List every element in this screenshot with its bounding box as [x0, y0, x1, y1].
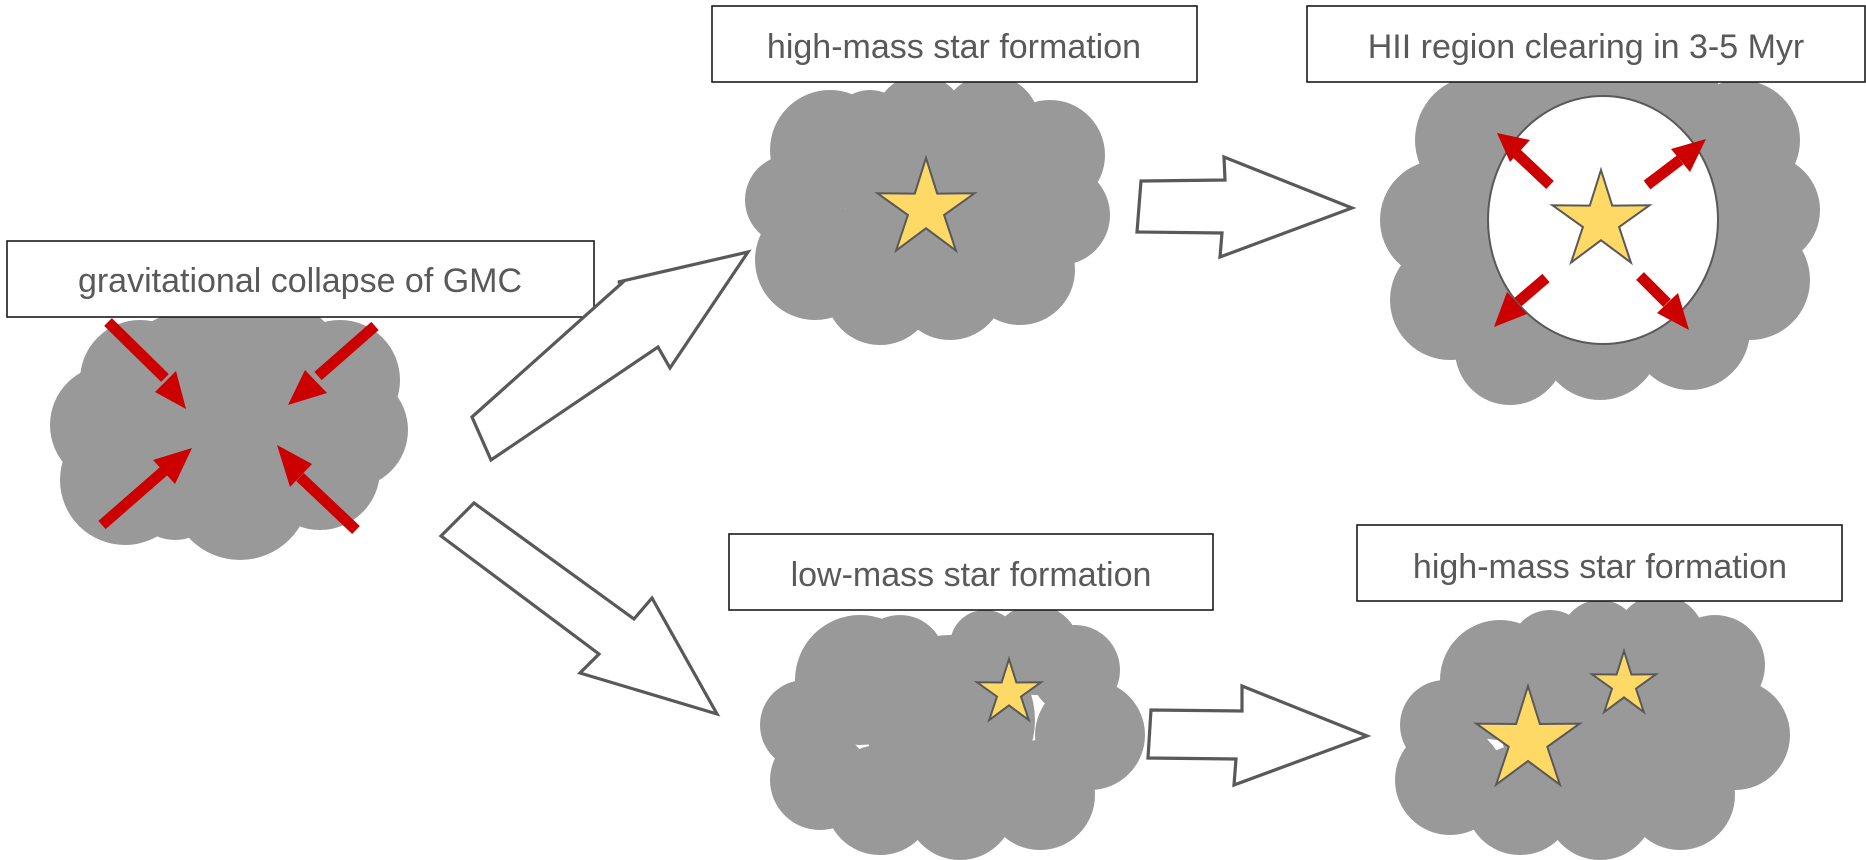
hollow-arrow-icon — [1135, 154, 1357, 260]
hollow-arrow-icon — [438, 500, 721, 717]
gmc-cloud-icon — [50, 300, 408, 560]
high-mass-bottom-label: high-mass star formation — [1356, 524, 1843, 602]
red-arrow-icon — [277, 445, 360, 534]
red-arrow-icon — [1636, 272, 1689, 330]
hollow-arrow-icon — [470, 249, 752, 463]
cloud-icon — [745, 75, 1110, 345]
star-icon — [973, 655, 1045, 723]
hii-region-label: HII region clearing in 3-5 Myr — [1306, 5, 1866, 83]
high-mass-top-label: high-mass star formation — [711, 5, 1198, 83]
low-mass-text: low-mass star formation — [791, 556, 1152, 594]
star-icon — [874, 154, 978, 254]
star-icon — [1473, 682, 1583, 788]
hii-region-text: HII region clearing in 3-5 Myr — [1368, 28, 1805, 66]
hii-region-group — [1380, 55, 1820, 405]
red-arrow-icon — [288, 321, 379, 405]
red-arrow-icon — [1643, 139, 1706, 190]
gmc-cloud-group — [50, 300, 408, 560]
red-arrow-icon — [104, 318, 186, 409]
gmc-collapse-text: gravitational collapse of GMC — [78, 262, 522, 300]
high-mass-bottom-group — [1395, 595, 1790, 860]
cloud-icon — [760, 605, 1145, 860]
red-arrow-icon — [1494, 273, 1550, 327]
star-icon — [1549, 166, 1653, 266]
star-icon — [1588, 647, 1660, 715]
high-mass-top-text: high-mass star formation — [767, 28, 1141, 66]
red-arrow-icon — [98, 448, 192, 530]
low-mass-label: low-mass star formation — [728, 533, 1214, 611]
high-mass-bottom-text: high-mass star formation — [1413, 548, 1787, 586]
cloud-icon — [1395, 595, 1790, 860]
hollow-arrow-icon — [1146, 683, 1372, 788]
high-mass-cloud-group — [745, 75, 1110, 345]
low-mass-cloud-group — [760, 605, 1145, 860]
gmc-collapse-label: gravitational collapse of GMC — [6, 240, 595, 318]
red-arrow-icon — [1497, 133, 1554, 190]
